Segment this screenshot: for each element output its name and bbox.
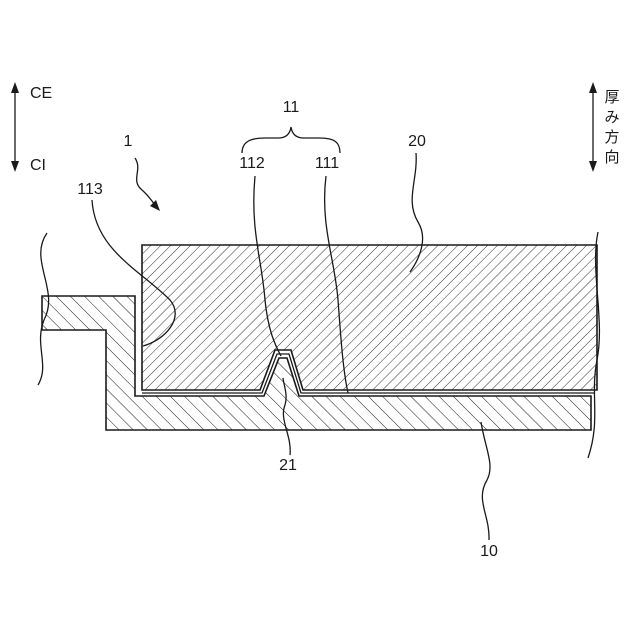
group-brace-11 <box>242 127 340 153</box>
label-113: 113 <box>77 181 103 198</box>
thickness-direction-char-2: み <box>604 108 619 126</box>
label-112: 112 <box>239 155 265 172</box>
thickness-direction-char-3: 方 <box>604 128 619 146</box>
right-direction-indicator: 厚 み 方 向 <box>589 82 620 172</box>
label-111: 111 <box>315 155 339 172</box>
label-20: 20 <box>408 133 426 150</box>
leader-line-1 <box>135 158 158 208</box>
label-21: 21 <box>279 457 297 474</box>
leader-line-10 <box>481 422 490 540</box>
arrow-down-icon <box>11 161 19 172</box>
thickness-direction-char-1: 厚 <box>604 88 619 106</box>
label-10: 10 <box>480 543 498 560</box>
thickness-direction-char-4: 向 <box>604 148 619 166</box>
label-1: 1 <box>124 133 133 150</box>
direction-label-ci: CI <box>30 157 46 174</box>
left-direction-indicator: CE CI <box>11 82 52 174</box>
arrow-up-icon <box>589 82 597 93</box>
arrow-down-icon <box>589 161 597 172</box>
arrowhead-icon <box>150 200 160 211</box>
layer-20 <box>142 245 597 390</box>
label-11: 11 <box>283 99 300 116</box>
direction-label-ce: CE <box>30 85 52 102</box>
arrow-up-icon <box>11 82 19 93</box>
